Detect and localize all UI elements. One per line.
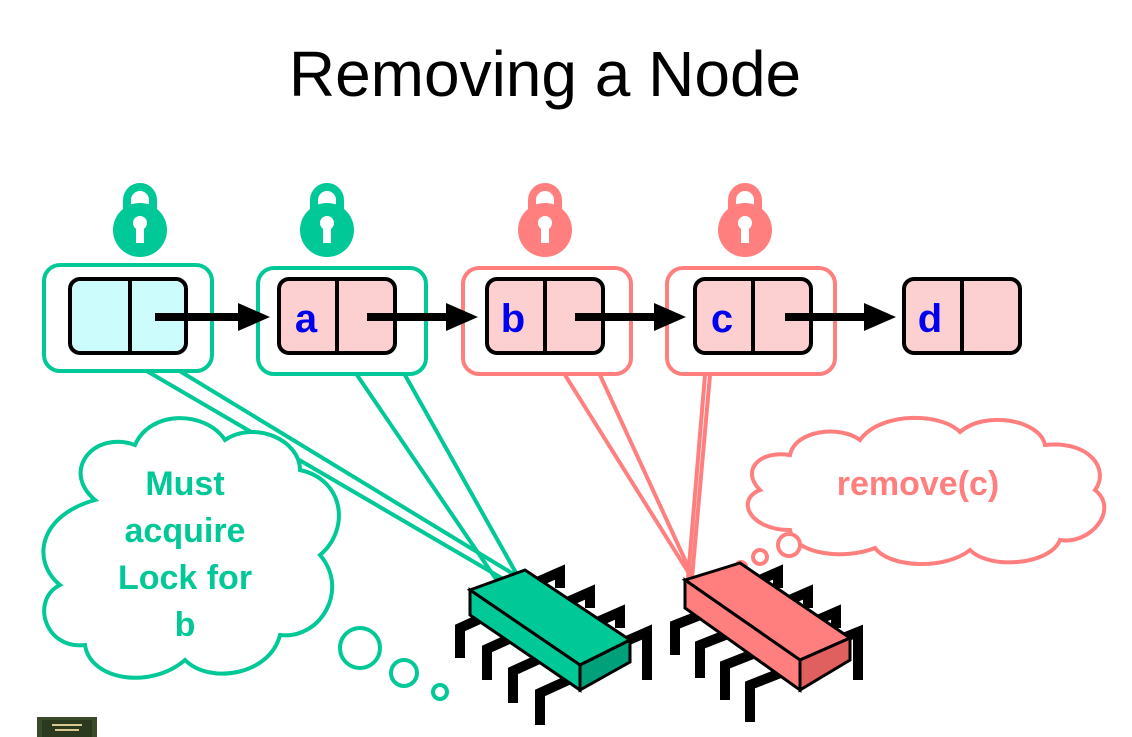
node-label: b bbox=[501, 297, 525, 341]
thought-line: b bbox=[175, 606, 196, 644]
list-node-d: d bbox=[902, 277, 1022, 355]
thought-line: Must bbox=[145, 465, 224, 503]
node-label: d bbox=[918, 297, 942, 341]
green-thought-text: Must acquire Lock for b bbox=[118, 465, 252, 644]
green-selection-lines bbox=[143, 368, 522, 587]
list-node-c: c bbox=[693, 277, 813, 355]
thought-line: Lock for bbox=[118, 559, 252, 597]
lock-icon bbox=[113, 183, 167, 257]
node-label: c bbox=[711, 297, 733, 341]
thought-cloud-icon bbox=[734, 415, 1107, 574]
node-label: a bbox=[295, 297, 318, 341]
list-node-b: b bbox=[485, 277, 605, 355]
thought-line: acquire bbox=[125, 512, 246, 550]
lock-icon bbox=[300, 183, 354, 257]
thought-line: remove(c) bbox=[837, 465, 1000, 503]
red-selection-lines bbox=[563, 373, 712, 579]
slide-title: Removing a Node bbox=[288, 38, 802, 110]
next-pointer-arrows bbox=[155, 303, 896, 331]
thread-chip-icon bbox=[455, 564, 652, 725]
book-logo bbox=[37, 717, 97, 737]
list-node-a: a bbox=[277, 277, 397, 355]
lock-icon bbox=[518, 183, 572, 257]
lock-icon bbox=[718, 183, 772, 257]
thought-cloud-icon bbox=[41, 416, 449, 701]
thread-chip-icon bbox=[670, 561, 863, 722]
